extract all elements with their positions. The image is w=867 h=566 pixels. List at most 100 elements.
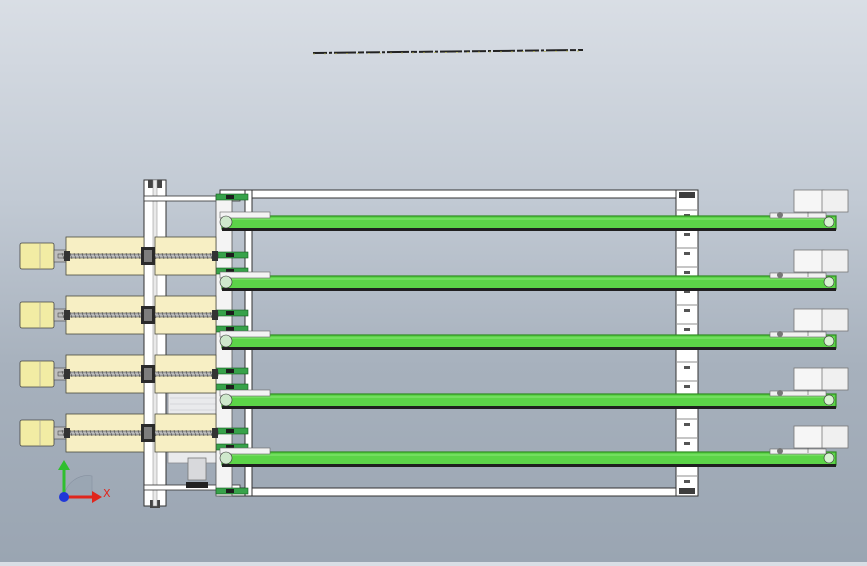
screw-thread (121, 311, 125, 319)
idler-bracket (769, 331, 827, 338)
drive-pulley-bracket (219, 211, 271, 219)
screw-thread (117, 429, 121, 437)
screw-thread (93, 429, 97, 437)
screw-thread (73, 370, 77, 378)
idler-pulley (823, 335, 835, 347)
header-caption (313, 44, 583, 54)
screw-thread (133, 370, 137, 378)
post-bolt (684, 385, 690, 388)
screw-thread (85, 429, 89, 437)
idler-bolt (777, 272, 783, 278)
screw-thread (73, 311, 77, 319)
screw-thread (121, 429, 125, 437)
ball-screw (57, 312, 219, 318)
screw-thread (177, 370, 181, 378)
screw-thread (97, 429, 101, 437)
screw-thread (125, 252, 129, 260)
post-bolt (684, 423, 690, 426)
ball-screw (57, 430, 219, 436)
screw-thread (93, 311, 97, 319)
screw-thread (129, 252, 133, 260)
screw-thread (209, 311, 213, 319)
screw-thread (173, 429, 177, 437)
screw-thread (161, 429, 165, 437)
screw-thread (69, 252, 73, 260)
screw-thread (161, 370, 165, 378)
screw-thread (165, 370, 169, 378)
drive-pulley (219, 334, 233, 348)
post-bolt (684, 328, 690, 331)
screw-thread (157, 370, 161, 378)
idler-bracket (769, 448, 827, 455)
sprocket-hub (226, 489, 234, 493)
screw-thread (101, 252, 105, 260)
drive-pulley (219, 275, 233, 289)
screw-thread (209, 429, 213, 437)
screw-thread (173, 370, 177, 378)
screw-thread (137, 429, 141, 437)
screw-thread (89, 252, 93, 260)
bearing-face (144, 427, 152, 439)
screw-thread (93, 370, 97, 378)
post-bolt (684, 252, 690, 255)
gearmotor-base (186, 482, 208, 488)
screw-thread (69, 429, 73, 437)
end-plate-right (212, 310, 218, 320)
screw-thread (181, 311, 185, 319)
end-plate-left (64, 428, 70, 438)
idler-pulley (823, 452, 835, 464)
screw-thread (193, 370, 197, 378)
screw-thread (209, 370, 213, 378)
screw-thread (97, 252, 101, 260)
idler-bolt (777, 390, 783, 396)
screw-thread (81, 311, 85, 319)
screw-thread (61, 311, 65, 319)
sprocket-hub (226, 195, 234, 199)
belt-5 (219, 425, 849, 467)
screw-thread (169, 429, 173, 437)
screw-thread (129, 311, 133, 319)
idler-bracket (769, 272, 827, 279)
belt-1 (219, 189, 849, 231)
drive-pulley (219, 215, 233, 229)
screw-thread (113, 311, 117, 319)
sprocket-hub (226, 327, 234, 331)
screw-thread (201, 429, 205, 437)
screw-thread (85, 370, 89, 378)
screw-thread (81, 252, 85, 260)
drive-pulley-bracket (219, 271, 271, 279)
sprocket-hub (226, 269, 234, 273)
screw-thread (73, 429, 77, 437)
title-stroke (312, 49, 584, 54)
screw-thread (201, 370, 205, 378)
end-plate-left (64, 251, 70, 261)
screw-thread (197, 311, 201, 319)
screw-thread (161, 311, 165, 319)
screw-thread (137, 252, 141, 260)
sprocket-hub (226, 369, 234, 373)
drive-pulley-bracket (219, 389, 271, 397)
screw-thread (165, 429, 169, 437)
screw-thread (89, 370, 93, 378)
screw-thread (105, 429, 109, 437)
screw-thread (205, 252, 209, 260)
ball-screw (57, 253, 219, 259)
post-bolt (684, 309, 690, 312)
idler-pulley (823, 216, 835, 228)
screw-thread (81, 429, 85, 437)
screw-thread (185, 311, 189, 319)
screw-thread (109, 252, 113, 260)
screw-thread (105, 370, 109, 378)
screw-thread (205, 429, 209, 437)
screw-thread (197, 429, 201, 437)
screw-thread (205, 311, 209, 319)
title-stroke-accent (312, 50, 584, 55)
belt-band (221, 451, 837, 466)
screw-thread (117, 311, 121, 319)
gearmotor-flange (187, 457, 207, 481)
idler-bolt (777, 331, 783, 337)
screw-thread (101, 311, 105, 319)
idler-bolt (777, 448, 783, 454)
screw-thread (121, 370, 125, 378)
